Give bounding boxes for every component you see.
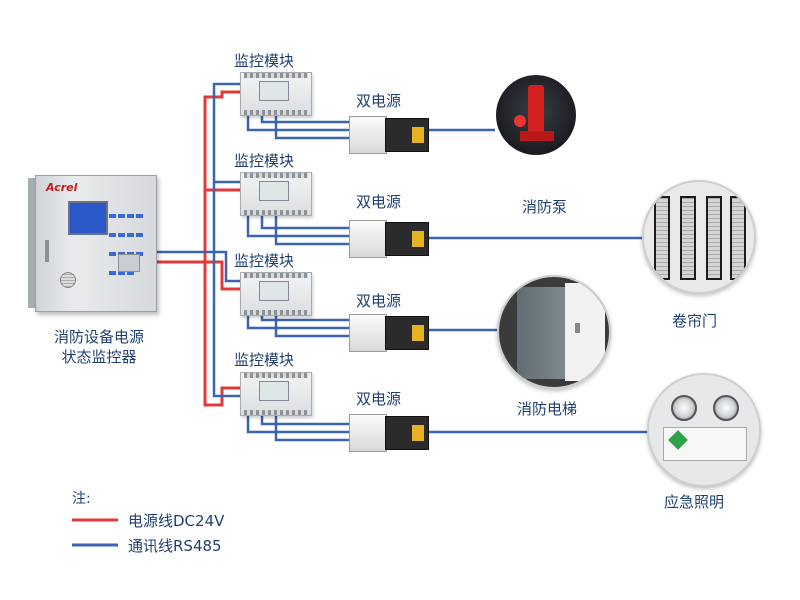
monitoring-module xyxy=(240,172,312,216)
cabinet-side xyxy=(28,178,36,308)
shutter-door-label: 卷帘门 xyxy=(672,312,718,330)
emergency-light-label: 应急照明 xyxy=(664,493,725,511)
legend-comm-text: 通讯线RS485 xyxy=(128,537,222,555)
dual-power-switch xyxy=(349,414,429,452)
legend-power-text: 电源线DC24V xyxy=(128,512,225,530)
monitoring-module xyxy=(240,372,312,416)
fire-pump-image xyxy=(496,75,576,155)
cabinet-vent xyxy=(60,272,76,288)
controller-cabinet xyxy=(35,175,157,312)
module-label: 监控模块 xyxy=(234,252,295,270)
monitoring-module xyxy=(240,72,312,116)
cabinet-handle xyxy=(45,240,49,262)
switch-label: 双电源 xyxy=(356,92,402,110)
fire-elevator-image xyxy=(497,275,611,389)
dual-power-switch xyxy=(349,220,429,258)
module-label: 监控模块 xyxy=(234,152,295,170)
switch-label: 双电源 xyxy=(356,390,402,408)
controller-screen xyxy=(68,201,108,235)
monitoring-module xyxy=(240,272,312,316)
dual-power-switch xyxy=(349,314,429,352)
dual-power-switch xyxy=(349,116,429,154)
brand-logo: Acrel xyxy=(46,181,78,194)
switch-label: 双电源 xyxy=(356,193,402,211)
module-label: 监控模块 xyxy=(234,351,295,369)
legend-title: 注: xyxy=(72,491,91,507)
switch-label: 双电源 xyxy=(356,292,402,310)
fire-pump-label: 消防泵 xyxy=(522,198,568,216)
controller-label-line2: 状态监控器 xyxy=(61,348,137,366)
controller-keypad xyxy=(108,204,146,275)
emergency-light-image xyxy=(647,373,761,487)
module-label: 监控模块 xyxy=(234,52,295,70)
shutter-door-image xyxy=(642,180,756,294)
controller-label-line1: 消防设备电源 xyxy=(53,328,144,346)
fire-elevator-label: 消防电梯 xyxy=(517,400,578,418)
comm-lines xyxy=(155,82,647,442)
cabinet-printer xyxy=(118,254,140,272)
